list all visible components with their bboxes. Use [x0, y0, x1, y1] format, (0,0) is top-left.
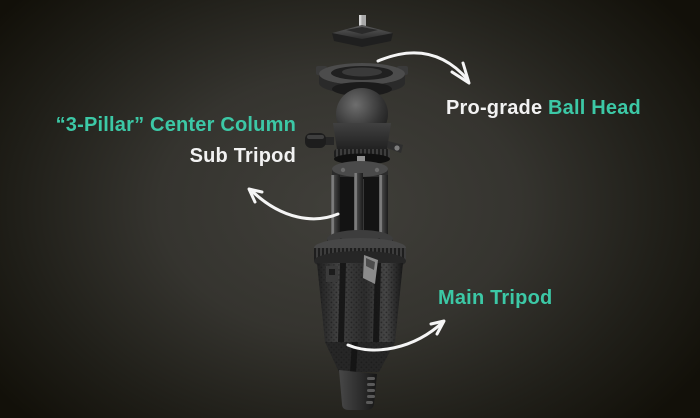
center-column-label: “3-Pillar” Center Column — [55, 114, 296, 136]
foot-grip — [339, 370, 377, 410]
main-tripod — [314, 238, 406, 410]
tripod-exploded-illustration — [305, 15, 408, 410]
ball-head-label: Pro-grade Ball Head — [446, 96, 641, 120]
curved-arrow-to-ball-head-icon — [376, 51, 471, 85]
ball-head-label-highlight: Ball Head — [548, 97, 641, 119]
curved-arrow-to-main-tripod-icon — [346, 319, 446, 352]
sub-tripod-label: Sub Tripod — [189, 145, 296, 167]
ball-head — [305, 63, 408, 165]
column-pillars — [331, 173, 388, 237]
plate-screw — [359, 15, 366, 27]
quick-release-plate — [332, 15, 393, 47]
ball-head-label-prefix: Pro-grade — [446, 97, 549, 119]
main-tripod-label: Main Tripod — [438, 287, 553, 309]
curved-arrow-to-sub-tripod-icon — [247, 187, 340, 221]
